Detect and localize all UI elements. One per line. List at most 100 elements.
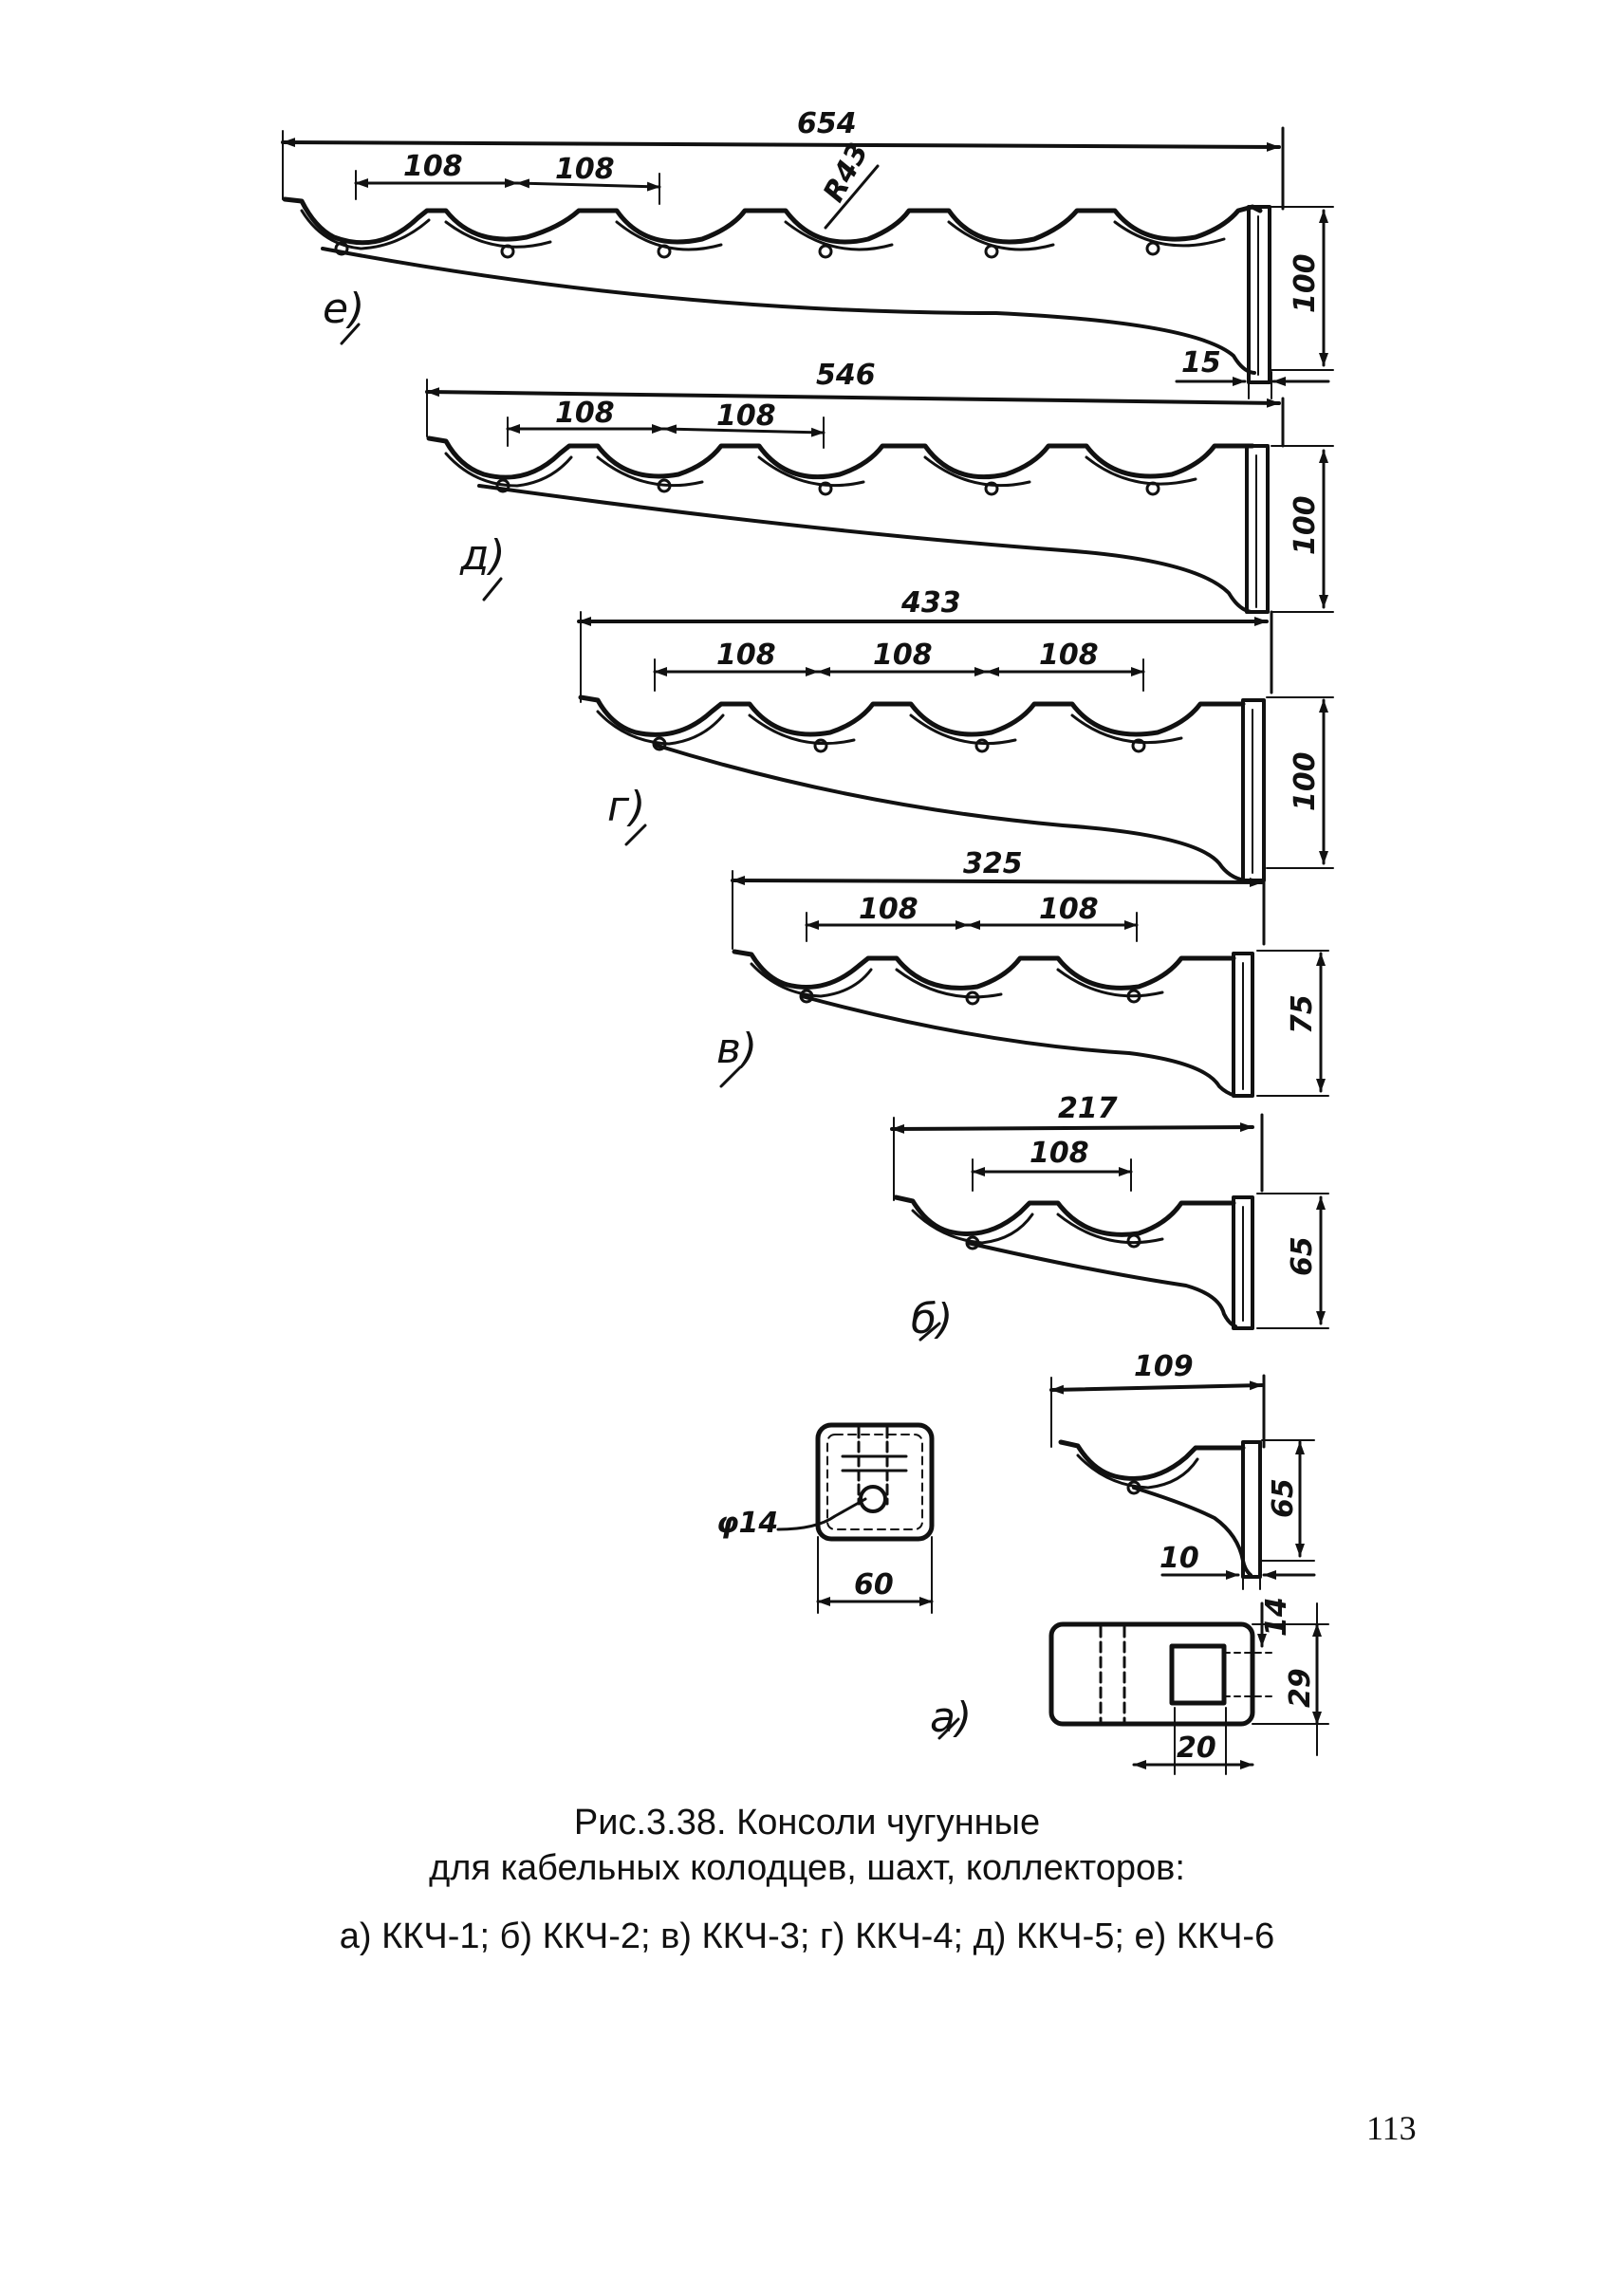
console-profile-inner [1076, 1454, 1199, 1490]
dim-line-overall [425, 387, 1281, 408]
dim-overall-g: 433 [900, 586, 961, 620]
console-label-v: в) [716, 1025, 757, 1073]
dim-height-a: 65 [1267, 1478, 1300, 1518]
console-profile [426, 435, 1255, 480]
console-hook [1126, 989, 1141, 1004]
console-a [1049, 1374, 1316, 1590]
console-rib [321, 247, 1256, 375]
console-hook [818, 481, 833, 496]
console-b [890, 1113, 1329, 1330]
console-d [425, 379, 1334, 614]
dim-height-d: 100 [1289, 495, 1322, 555]
dim-line-overall [890, 1122, 1254, 1134]
console-v [731, 869, 1329, 1098]
console-g [577, 610, 1334, 882]
dim-spacing-v-1: 108 [859, 893, 918, 926]
dim-radius-e: R43 [817, 138, 875, 208]
console-hook [799, 989, 814, 1004]
dim-height-e: 100 [1289, 253, 1322, 313]
console-hook [818, 244, 833, 259]
leader-line [719, 1065, 742, 1088]
dim-plate-width-a: 60 [854, 1568, 894, 1602]
console-hook [965, 1235, 980, 1250]
dim-spacing-d-2: 108 [716, 399, 776, 433]
dim-line-spacing [662, 424, 826, 437]
console-profile-inner [300, 209, 1226, 251]
console-rib [966, 1241, 1237, 1328]
dim-overall-b: 217 [1058, 1092, 1118, 1125]
dim-overall-a: 109 [1134, 1350, 1194, 1383]
leader-line [918, 1322, 941, 1342]
dim-spacing-e-1: 108 [403, 150, 463, 183]
dim-14-a: 14 [1260, 1597, 1293, 1637]
dim-height-g: 100 [1289, 751, 1322, 811]
leader-line [824, 164, 880, 230]
console-label-b: б) [911, 1295, 953, 1343]
leader-line [482, 577, 503, 602]
console-profile [282, 196, 1263, 246]
console-label-d: д) [459, 531, 506, 580]
console-profile [578, 694, 1246, 737]
plate-hole [859, 1485, 887, 1513]
console-profile [732, 949, 1236, 991]
dim-line-overall [281, 138, 1281, 152]
dim-line-overall [731, 876, 1264, 887]
console-hook [657, 244, 672, 259]
figure-caption-title: Рис.3.38. Консоли чугунные [573, 1803, 1041, 1842]
console-wall-plate [1245, 444, 1270, 614]
console-profile-inner [911, 1209, 1164, 1245]
leader-line [937, 1717, 960, 1740]
dim-overall-v: 325 [963, 847, 1023, 880]
console-rib [800, 994, 1237, 1098]
console-wall-plate [1241, 1440, 1262, 1579]
dim-20-a: 20 [1177, 1731, 1216, 1765]
dim-29-a: 29 [1284, 1668, 1317, 1708]
console-rib [477, 484, 1252, 614]
dim-height-v: 75 [1286, 994, 1319, 1034]
dim-line-spacing [515, 178, 661, 192]
dim-hole-a: φ14 [716, 1507, 778, 1540]
console-wall-plate [1247, 205, 1271, 384]
console-hook [1131, 738, 1146, 753]
console-hook [495, 478, 510, 493]
console-hook [984, 244, 999, 259]
dim-line-overall [1049, 1380, 1264, 1395]
console-wall-plate [1232, 1195, 1254, 1330]
console-e [281, 126, 1334, 399]
plate-top-view [1048, 1602, 1329, 1775]
leader-line [776, 1497, 867, 1531]
plate-opening [1169, 1643, 1227, 1706]
dim-overall-d: 546 [816, 359, 876, 392]
console-hook [965, 991, 980, 1006]
console-wall-plate [1232, 952, 1254, 1098]
console-profile [1058, 1439, 1246, 1481]
dim-spacing-d-1: 108 [555, 397, 615, 430]
dim-thickness-e: 15 [1181, 346, 1221, 380]
console-hook [652, 736, 667, 751]
console-hook [813, 738, 828, 753]
console-label-g: г) [607, 783, 645, 831]
console-hook [500, 244, 515, 259]
dim-overall-e: 654 [797, 107, 857, 140]
console-rib [653, 743, 1247, 882]
dim-thickness-a: 10 [1159, 1542, 1199, 1575]
console-hook [1145, 241, 1160, 256]
console-hook [1126, 1233, 1141, 1249]
plate-top-outline [1048, 1621, 1255, 1727]
console-profile [893, 1194, 1236, 1237]
dim-spacing-g-3: 108 [1039, 639, 1099, 672]
figure-caption-subtitle: для кабельных колодцев, шахт, коллекторо… [429, 1848, 1185, 1888]
dim-spacing-g-1: 108 [716, 639, 776, 672]
console-rib [1132, 1486, 1252, 1577]
dim-height-b: 65 [1286, 1236, 1319, 1276]
figure-caption-legend: а) ККЧ-1; б) ККЧ-2; в) ККЧ-3; г) ККЧ-4; … [339, 1916, 1275, 1956]
leader-line [340, 323, 361, 345]
page-number: 113 [1366, 2109, 1417, 2147]
dim-spacing-b-1: 108 [1030, 1137, 1089, 1170]
dim-spacing-v-2: 108 [1039, 893, 1099, 926]
console-hook [334, 241, 349, 256]
dim-spacing-e-2: 108 [555, 153, 615, 186]
console-profile-inner [444, 452, 1197, 488]
console-hook [974, 738, 990, 753]
